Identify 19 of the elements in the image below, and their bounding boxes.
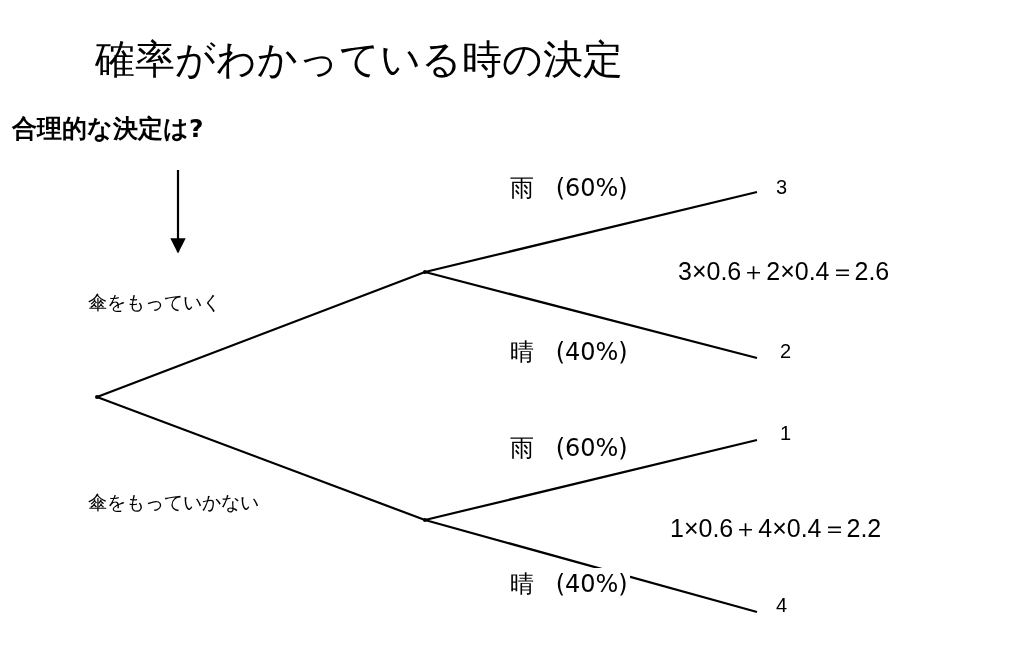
edge-label: 傘をもっていかない <box>86 490 261 516</box>
tree-branch-line <box>424 518 758 614</box>
arrow <box>170 170 186 254</box>
node-label: 3 <box>757 176 787 200</box>
tree-branch-line <box>96 395 426 522</box>
expected-value-formula: 1×0.6＋4×0.4＝2.2 <box>670 513 882 544</box>
tree-branch-line <box>96 270 426 399</box>
node-label: 合理的な決定は? <box>12 112 282 170</box>
tree-branch-line <box>424 270 758 360</box>
node-label: 2 <box>757 340 791 366</box>
node-label: 1 <box>757 422 791 448</box>
branch-point <box>423 518 427 522</box>
tree-branch-line <box>424 190 758 274</box>
expected-value-formula: 3×0.6＋2×0.4＝2.6 <box>678 256 890 287</box>
node-label: 4 <box>757 594 787 620</box>
title: 確率がわかっている時の決定 <box>95 35 623 84</box>
branch-point <box>95 395 99 399</box>
tree-branch-line <box>424 438 758 522</box>
branch-point <box>423 270 427 274</box>
